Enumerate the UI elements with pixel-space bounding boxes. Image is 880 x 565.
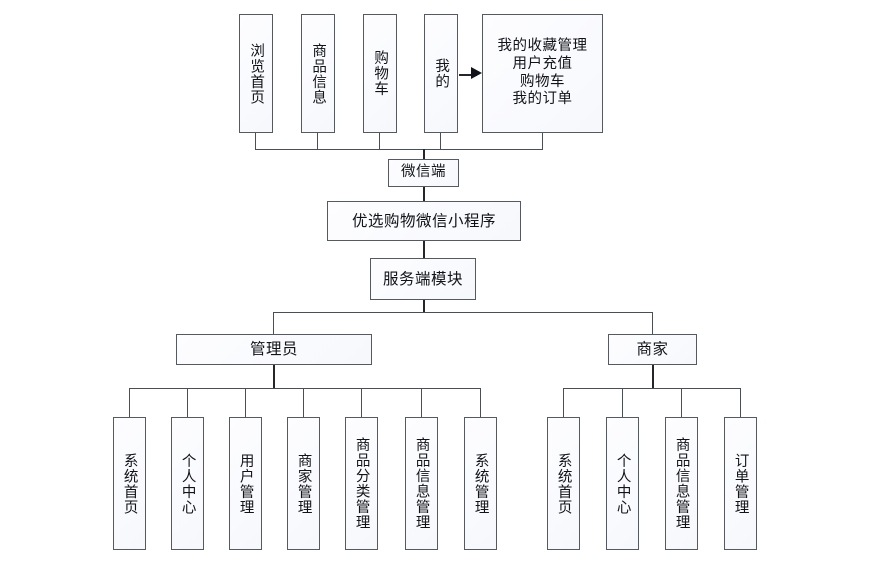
- connector-merchant-4: [740, 388, 742, 417]
- admin-module-box-4[interactable]: 商家管理: [287, 417, 320, 550]
- admin-module-label-5: 商品分类管理: [353, 437, 370, 530]
- merchant-module-label-1: 系统首页: [555, 452, 572, 515]
- role-label-merchant: 商家: [636, 340, 669, 359]
- client-feature-box-1[interactable]: 浏览首页: [239, 14, 273, 133]
- admin-module-box-6[interactable]: 商品信息管理: [405, 417, 438, 550]
- admin-module-label-7: 系统管理: [472, 452, 489, 515]
- mine-detail-box[interactable]: 我的收藏管理 用户充值 购物车 我的订单: [482, 14, 603, 133]
- connector-server-down: [423, 300, 426, 313]
- client-feature-label-2: 商品信息: [310, 42, 327, 105]
- admin-module-box-3[interactable]: 用户管理: [229, 417, 262, 550]
- connector-admin-4: [303, 388, 305, 417]
- connector-admin-5: [361, 388, 363, 417]
- connector-feature-4-down: [440, 133, 442, 150]
- server-node-box[interactable]: 服务端模块: [370, 258, 476, 300]
- mine-detail-label: 我的收藏管理 用户充值 购物车 我的订单: [497, 38, 588, 108]
- connector-bus-to-merchant: [652, 312, 654, 334]
- connector-merchant-3: [681, 388, 683, 417]
- client-feature-box-4[interactable]: 我的: [424, 14, 458, 133]
- connector-merchant-2: [622, 388, 624, 417]
- connector-merchant-stem: [652, 365, 655, 389]
- client-node-label: 微信端: [401, 164, 446, 181]
- role-label-admin: 管理员: [249, 340, 298, 359]
- connector-feature-3-down: [379, 133, 381, 150]
- admin-module-box-1[interactable]: 系统首页: [113, 417, 146, 550]
- admin-module-label-3: 用户管理: [237, 452, 254, 515]
- client-feature-box-3[interactable]: 购物车: [363, 14, 397, 133]
- merchant-module-label-2: 个人中心: [614, 452, 631, 515]
- connector-wechat-to-root: [423, 187, 426, 201]
- server-node-label: 服务端模块: [382, 269, 463, 288]
- client-feature-label-3: 购物车: [372, 50, 389, 97]
- admin-module-label-2: 个人中心: [179, 452, 196, 515]
- connector-admin-7: [480, 388, 482, 417]
- admin-module-label-1: 系统首页: [121, 452, 138, 515]
- merchant-module-box-2[interactable]: 个人中心: [606, 417, 639, 550]
- admin-module-label-6: 商品信息管理: [413, 437, 430, 530]
- client-bus-line: [255, 149, 543, 151]
- connector-bus-to-wechat: [423, 149, 426, 160]
- root-node-label: 优选购物微信小程序: [351, 211, 496, 230]
- connector-admin-6: [421, 388, 423, 417]
- connector-mine-detail-down: [542, 133, 544, 150]
- admin-module-box-7[interactable]: 系统管理: [464, 417, 497, 550]
- role-box-merchant[interactable]: 商家: [608, 334, 697, 365]
- connector-admin-3: [245, 388, 247, 417]
- merchant-bus-line: [563, 388, 741, 390]
- mine-to-detail-connector: [459, 73, 477, 76]
- client-feature-label-1: 浏览首页: [248, 42, 265, 105]
- connector-feature-1-down: [255, 133, 257, 150]
- role-box-admin[interactable]: 管理员: [176, 334, 372, 365]
- connector-admin-2: [187, 388, 189, 417]
- admin-module-box-2[interactable]: 个人中心: [171, 417, 204, 550]
- admin-module-box-5[interactable]: 商品分类管理: [345, 417, 378, 550]
- merchant-module-box-3[interactable]: 商品信息管理: [665, 417, 698, 550]
- connector-admin-1: [129, 388, 131, 417]
- admin-module-label-4: 商家管理: [295, 452, 312, 515]
- merchant-module-box-1[interactable]: 系统首页: [547, 417, 580, 550]
- client-feature-box-2[interactable]: 商品信息: [301, 14, 335, 133]
- connector-bus-to-admin: [273, 312, 275, 334]
- root-node-box[interactable]: 优选购物微信小程序: [327, 201, 521, 241]
- merchant-module-label-3: 商品信息管理: [673, 437, 690, 530]
- connector-admin-stem: [273, 365, 276, 389]
- connector-merchant-1: [563, 388, 565, 417]
- merchant-module-label-4: 订单管理: [732, 452, 749, 515]
- role-bus-line: [273, 312, 653, 314]
- connector-feature-2-down: [317, 133, 319, 150]
- merchant-module-box-4[interactable]: 订单管理: [724, 417, 757, 550]
- client-node-box[interactable]: 微信端: [388, 159, 459, 187]
- client-feature-label-4: 我的: [433, 58, 450, 89]
- arrowhead-icon: [471, 67, 482, 79]
- connector-root-to-server: [423, 241, 426, 258]
- admin-bus-line: [129, 388, 481, 390]
